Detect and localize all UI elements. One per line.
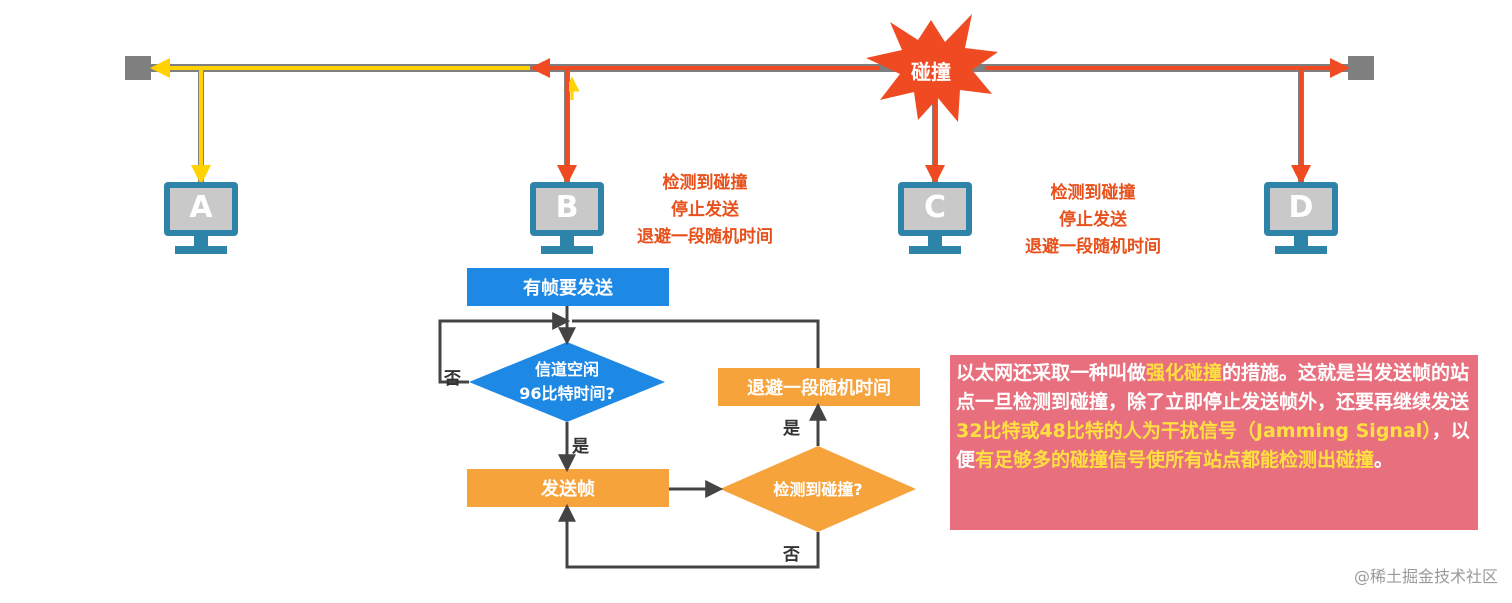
flow-yes-label-idle: 是: [572, 437, 589, 457]
flow-idle-label: 信道空闲 96比特时间?: [485, 358, 649, 406]
flow-collision-label: 检测到碰撞?: [773, 480, 863, 499]
note-station-c: 检测到碰撞 停止发送 退避一段随机时间: [993, 180, 1193, 261]
note-line: 检测到碰撞: [1050, 183, 1136, 203]
watermark: @稀土掘金技术社区: [1353, 567, 1498, 586]
station-label-b: B: [555, 190, 579, 225]
flow-connectors: [438, 306, 827, 569]
note-station-b: 检测到碰撞 停止发送 退避一段随机时间: [605, 170, 805, 251]
info-text: 的措施。这就是当发送帧的站点一旦检测到碰撞，除了立即停止发送帧外，还要再继续发送: [956, 362, 1470, 413]
flow-collision-diamond: [720, 446, 916, 532]
flow-no-label-collision: 否: [783, 545, 800, 565]
bus-cable: [125, 56, 1374, 182]
flow-idle-diamond: [469, 342, 665, 422]
flow-yes-label-collision: 是: [783, 419, 800, 439]
flow-idle-line: 信道空闲: [534, 360, 599, 379]
flow-start-label: 有帧要发送: [523, 278, 613, 299]
info-text: 。: [1374, 449, 1394, 471]
info-highlight: 有足够多的碰撞信号使所有站点都能检测出碰撞: [975, 449, 1375, 471]
station-label-c: C: [923, 190, 947, 225]
jamming-info-box: 以太网还采取一种叫做强化碰撞的措施。这就是当发送帧的站点一旦检测到碰撞，除了立即…: [950, 355, 1478, 530]
flow-backoff-label: 退避一段随机时间: [747, 378, 891, 399]
info-highlight: 32比特或48比特的人为干扰信号（Jamming Signal）: [956, 420, 1432, 442]
info-text: ，以便: [956, 420, 1470, 471]
signal-from-b: [150, 58, 580, 185]
computer-icon-c: [898, 182, 972, 254]
flow-backoff-box: [718, 368, 920, 406]
computer-icon-a: [164, 182, 238, 254]
flow-send-box: [467, 469, 669, 507]
flow-send-label: 发送帧: [541, 479, 595, 500]
note-line: 停止发送: [671, 200, 739, 220]
computer-icon-b: [530, 182, 604, 254]
flow-no-label-idle: 否: [444, 369, 461, 389]
note-line: 停止发送: [1059, 210, 1127, 230]
computer-icon-d: [1264, 182, 1338, 254]
station-label-a: A: [189, 190, 213, 225]
note-line: 检测到碰撞: [662, 173, 748, 193]
station-label-d: D: [1288, 190, 1314, 225]
flow-start-box: [467, 268, 669, 306]
flow-idle-line: 96比特时间?: [519, 384, 615, 403]
note-line: 退避一段随机时间: [637, 227, 773, 247]
note-line: 退避一段随机时间: [1025, 237, 1161, 257]
info-highlight: 强化碰撞: [1146, 362, 1223, 384]
collision-signal: [530, 58, 1350, 185]
collision-burst-icon: [866, 14, 998, 122]
info-text: 以太网还采取一种叫做: [956, 362, 1147, 384]
collision-label: 碰撞: [911, 60, 951, 84]
